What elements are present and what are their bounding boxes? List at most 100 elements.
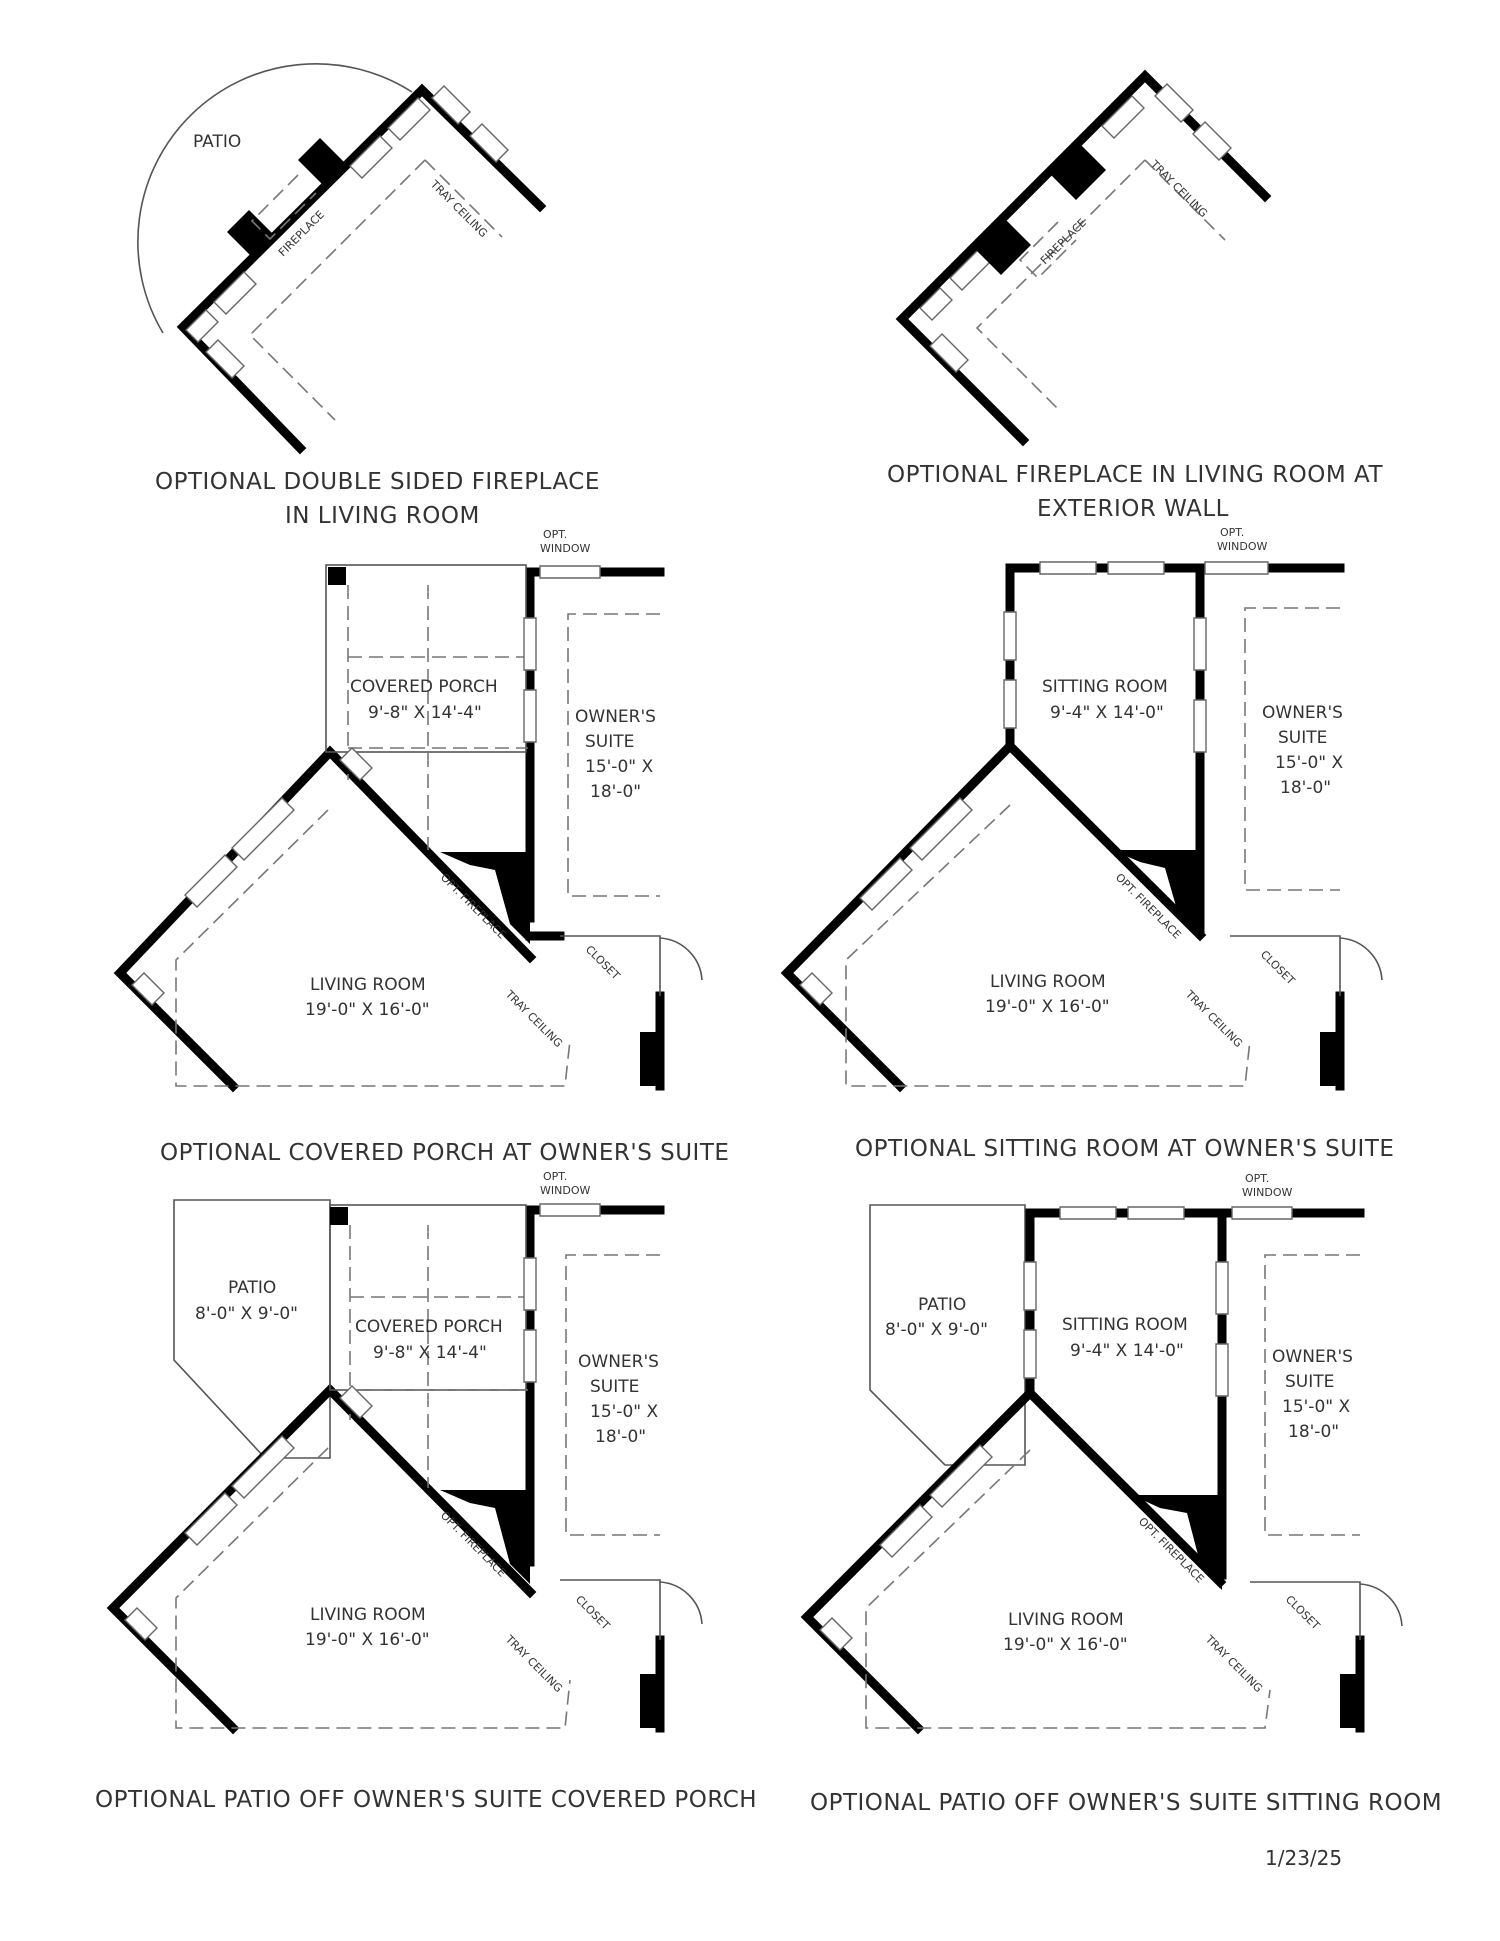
- porch-column: [328, 567, 346, 585]
- patio-dims: 8'-0" X 9'-0": [885, 1320, 988, 1340]
- closet-wall: [1250, 1581, 1361, 1640]
- suite-label: 18'-0": [590, 782, 641, 802]
- opt-window-label: WINDOW: [1217, 540, 1267, 553]
- patio-outline: [173, 1199, 331, 1459]
- tray-ceiling-outline: [865, 1449, 1271, 1729]
- suite-label: SUITE: [1278, 728, 1327, 748]
- fireplace-label: FIREPLACE: [1038, 216, 1089, 267]
- suite-ceiling-outline: [1244, 607, 1340, 891]
- tray-ceiling-outline: [975, 159, 1146, 409]
- fireplace-block: [975, 219, 1031, 275]
- plan-caption: EXTERIOR WALL: [1037, 496, 1229, 522]
- living-room-name: LIVING ROOM: [310, 975, 426, 995]
- plan-double-sided-fireplace: PATIO FIREPLACE TRAY CEILING OPTIONAL DO…: [137, 63, 600, 529]
- closet-door-swing: [659, 937, 703, 981]
- closet-corner: [1320, 1032, 1340, 1086]
- tray-ceiling-outline: [845, 804, 1251, 1087]
- patio-outline: [137, 63, 413, 334]
- closet-wall: [560, 935, 661, 996]
- closet-wall: [1230, 935, 1341, 996]
- window-strip: [819, 1206, 1293, 1651]
- living-room-name: LIVING ROOM: [1008, 1610, 1124, 1630]
- fireplace-hearth: [1018, 221, 1077, 280]
- fireplace-wedge: [1132, 1495, 1222, 1590]
- sitting-room-name: SITTING ROOM: [1062, 1315, 1188, 1335]
- suite-label: 18'-0": [1288, 1422, 1339, 1442]
- closet-wall: [560, 1579, 661, 1640]
- tray-ceiling-label: TRAY CEILING: [1202, 1632, 1265, 1695]
- suite-label: 15'-0" X: [1275, 753, 1343, 773]
- opt-window-label: WINDOW: [540, 1184, 590, 1197]
- porch-name: COVERED PORCH: [355, 1317, 503, 1337]
- living-room-dims: 19'-0" X 16'-0": [305, 1000, 430, 1020]
- tray-ceiling-outline: [175, 1447, 571, 1729]
- fireplace-block: [227, 210, 274, 257]
- living-room-wall: [113, 745, 537, 1093]
- suite-label: SUITE: [585, 732, 634, 752]
- sitting-room-dims: 9'-4" X 14'-0": [1070, 1341, 1184, 1361]
- living-room-dims: 19'-0" X 16'-0": [305, 1630, 430, 1650]
- closet-door-swing: [1339, 937, 1383, 981]
- fireplace-hearth: [250, 174, 317, 241]
- fireplace-wedge: [440, 852, 530, 944]
- porch-column: [330, 1207, 348, 1225]
- opt-fireplace-label: OPT. FIREPLACE: [438, 1509, 509, 1580]
- revision-date: 1/23/25: [1265, 1846, 1342, 1870]
- suite-label: 15'-0" X: [585, 757, 653, 777]
- plan-caption: OPTIONAL FIREPLACE IN LIVING ROOM AT: [887, 462, 1383, 488]
- living-room-name: LIVING ROOM: [990, 972, 1106, 992]
- patio-name: PATIO: [918, 1295, 966, 1315]
- exterior-wall: [176, 83, 547, 455]
- suite-label: 18'-0": [595, 1427, 646, 1447]
- living-room-dims: 19'-0" X 16'-0": [985, 997, 1110, 1017]
- living-room-wall: [780, 739, 1207, 1093]
- fireplace-wedge: [440, 1490, 530, 1584]
- patio-name: PATIO: [228, 1278, 276, 1298]
- plan-fireplace-exterior-wall: FIREPLACE TRAY CEILING OPTIONAL FIREPLAC…: [887, 69, 1383, 522]
- covered-porch-outline: [325, 564, 527, 753]
- living-room-name: LIVING ROOM: [310, 1605, 426, 1625]
- opt-window-label: OPT.: [543, 1170, 567, 1183]
- fireplace-block: [298, 138, 345, 185]
- closet-corner: [640, 1674, 660, 1728]
- suite-label: OWNER'S: [578, 1352, 659, 1372]
- patio-dims: 8'-0" X 9'-0": [195, 1304, 298, 1324]
- plan-caption: OPTIONAL PATIO OFF OWNER'S SUITE COVERED…: [95, 1787, 757, 1813]
- closet-corner: [640, 1032, 660, 1086]
- suite-label: 18'-0": [1280, 778, 1331, 798]
- opt-window-label: WINDOW: [540, 542, 590, 555]
- porch-name: COVERED PORCH: [350, 677, 498, 697]
- fireplace-wedge: [1112, 850, 1200, 940]
- closet-label: CLOSET: [583, 943, 623, 983]
- window-strip: [799, 561, 1269, 1006]
- tray-ceiling-outline: [424, 159, 503, 238]
- porch-dims: 9'-8" X 14'-4": [373, 1343, 487, 1363]
- opt-window-label: OPT.: [1245, 1172, 1269, 1185]
- closet-door-swing: [1359, 1583, 1403, 1627]
- sitting-room-dims: 9'-4" X 14'-0": [1050, 703, 1164, 723]
- living-room-dims: 19'-0" X 16'-0": [1003, 1635, 1128, 1655]
- plan-caption: IN LIVING ROOM: [285, 503, 480, 529]
- suite-label: SUITE: [590, 1377, 639, 1397]
- sitting-room-name: SITTING ROOM: [1042, 677, 1168, 697]
- tray-ceiling-outline: [1144, 159, 1226, 241]
- tray-ceiling-label: TRAY CEILING: [1182, 987, 1245, 1050]
- closet-door-swing: [659, 1581, 703, 1625]
- window-strip: [919, 83, 1232, 373]
- patio-label: PATIO: [193, 132, 241, 152]
- suite-label: 15'-0" X: [1282, 1397, 1350, 1417]
- plan-covered-porch: OPT. WINDOW COVERED PORCH 9'-8" X 14'-4"…: [113, 528, 729, 1166]
- suite-label: OWNER'S: [1262, 703, 1343, 723]
- suite-label: OWNER'S: [575, 707, 656, 727]
- porch-dims: 9'-8" X 14'-4": [368, 703, 482, 723]
- tray-ceiling-label: TRAY CEILING: [502, 987, 565, 1050]
- plan-caption: OPTIONAL DOUBLE SIDED FIREPLACE: [155, 469, 600, 495]
- living-room-wall: [800, 1386, 1227, 1735]
- suite-ceiling-outline: [567, 613, 660, 897]
- plan-patio-sitting-room: OPT. WINDOW PATIO 8'-0" X 9'-0" SITTING …: [800, 1172, 1442, 1816]
- suite-label: OWNER'S: [1272, 1347, 1353, 1367]
- suite-label: 15'-0" X: [590, 1402, 658, 1422]
- patio-outline: [869, 1204, 1026, 1466]
- closet-label: CLOSET: [1258, 948, 1298, 988]
